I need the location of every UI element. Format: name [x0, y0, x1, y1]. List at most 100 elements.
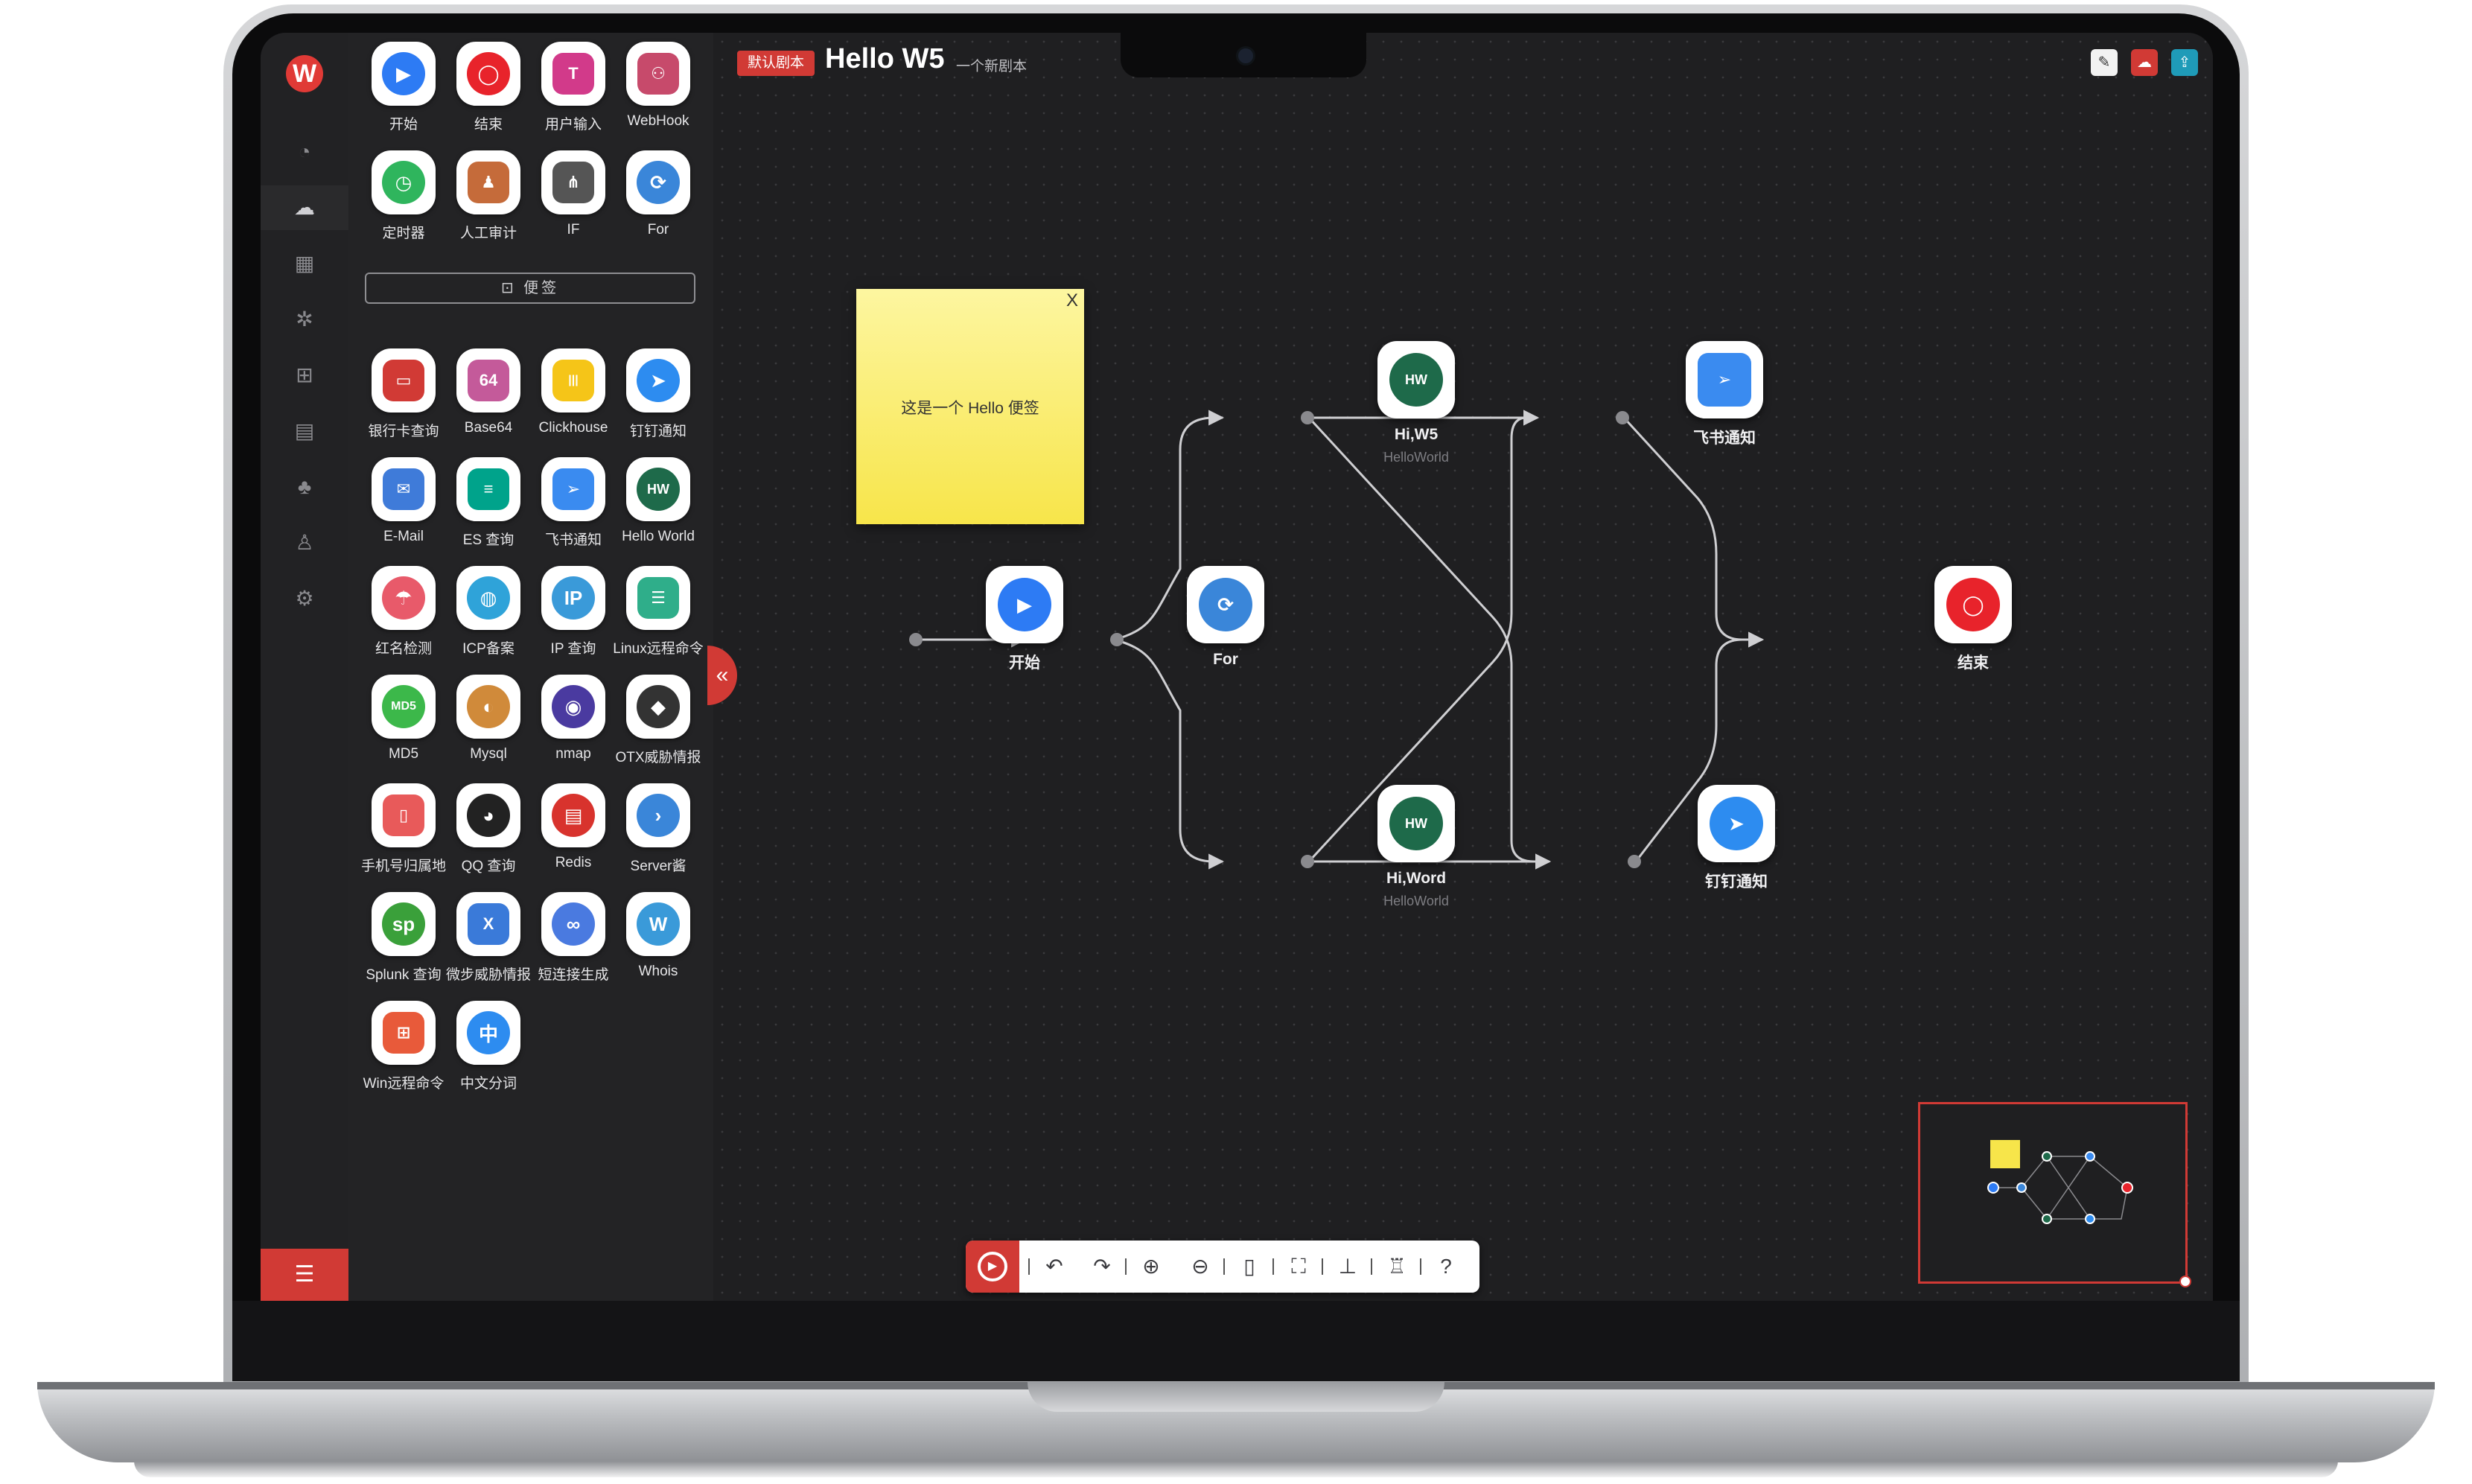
palette-item[interactable]: ▯手机号归属地 [357, 783, 450, 875]
play-icon: ▶ [382, 52, 425, 95]
flow-node-for[interactable]: ⟳ [1187, 566, 1264, 643]
help-icon[interactable]: ? [1440, 1255, 1452, 1278]
flow-canvas[interactable] [713, 33, 2213, 1301]
sticky-note-close-button[interactable]: X [1065, 290, 1078, 311]
palette-item[interactable]: 中中文分词 [442, 1001, 535, 1092]
palette-item-tile: MD5 [372, 675, 436, 739]
palette-item[interactable]: ◯结束 [442, 42, 535, 133]
palette-item-label: 开始 [389, 117, 418, 133]
palette-item[interactable]: ∞短连接生成 [527, 892, 619, 984]
cloud-save-icon[interactable]: ☁ [2131, 49, 2158, 76]
settings-icon[interactable]: ⚙ [295, 587, 314, 610]
app-logo[interactable]: W [286, 55, 323, 92]
splunk-icon: sp [382, 902, 425, 946]
palette-item[interactable]: IP IP 查询 [527, 566, 619, 657]
bank-card-icon: ▭ [383, 360, 424, 401]
ip-icon: IP [552, 576, 595, 620]
palette-item[interactable]: |||Clickhouse [527, 348, 619, 436]
hello-world-icon: HW [1389, 353, 1443, 407]
sticky-note-text: 这是一个 Hello 便签 [901, 400, 1039, 417]
chevron-right-icon: › [637, 794, 680, 837]
palette-item[interactable]: ◐Mysql [442, 675, 535, 762]
sticky-note-button[interactable]: ⊡ 便签 [365, 273, 695, 304]
minimap[interactable] [1918, 1102, 2191, 1287]
flow-node-dingtalk[interactable]: ➤ [1698, 785, 1775, 862]
palette-item[interactable]: ▤Redis [527, 783, 619, 871]
apps-icon[interactable]: ▦ [294, 252, 315, 275]
palette-item[interactable]: ▭银行卡查询 [357, 348, 450, 440]
flow-node-hiw5[interactable]: HW [1377, 341, 1455, 418]
auto-layout-icon[interactable]: ⊥ [1338, 1255, 1357, 1278]
redo-icon[interactable]: ↷ [1093, 1255, 1111, 1278]
palette-item[interactable]: ➤钉钉通知 [612, 348, 704, 440]
zoom-in-icon[interactable]: ⊕ [1142, 1255, 1160, 1278]
dashboard-icon[interactable]: ◔ [298, 140, 311, 163]
palette-item[interactable]: ◍ICP备案 [442, 566, 535, 657]
palette-item[interactable]: ◉nmap [527, 675, 619, 762]
bug-icon[interactable]: ✲ [296, 308, 313, 331]
server-icon: ☰ [637, 577, 679, 619]
palette-item[interactable]: ⚇WebHook [612, 42, 704, 130]
toolbar-divider [1223, 1258, 1225, 1275]
zoom-out-icon[interactable]: ⊖ [1191, 1255, 1209, 1278]
palette-item[interactable]: ✉E-Mail [357, 457, 450, 545]
palette-item[interactable]: ⊞Win远程命令 [357, 1001, 450, 1092]
palette-item[interactable]: ♟人工审计 [442, 150, 535, 242]
palette-item[interactable]: ◕QQ 查询 [442, 783, 535, 875]
run-icon: ▶ [978, 1252, 1007, 1281]
palette-item[interactable]: ☰Linux远程命令 [612, 566, 704, 657]
palette-item[interactable]: ◷定时器 [357, 150, 450, 242]
palette-item-label: Whois [638, 964, 678, 979]
undo-icon[interactable]: ↶ [1045, 1255, 1063, 1278]
palette-item[interactable]: ◆OTX威胁情报 [612, 675, 704, 766]
palette-item[interactable]: ⟳For [612, 150, 704, 238]
flow-node-start[interactable]: ▶ [986, 566, 1063, 643]
flow-node-hiword[interactable]: HW [1377, 785, 1455, 862]
edge-for-hiw5 [1114, 410, 1225, 641]
user-icon[interactable]: ♙ [295, 531, 314, 554]
palette-item[interactable]: ☂红名检测 [357, 566, 450, 657]
toolbar-divider [1322, 1258, 1323, 1275]
edit-icon[interactable]: ✎ [2091, 49, 2118, 76]
nav-rail: W ◔ ☁ ▦ ✲ ⊞ ▤ ♣ ♙ ⚙ ☰ [261, 33, 353, 1301]
flow-node-feishu[interactable]: ➢ [1686, 341, 1763, 418]
palette-item[interactable]: ▶ 开始 [357, 42, 450, 133]
cloud-upload-icon[interactable]: ⇪ [2171, 49, 2198, 76]
palette-item-tile: ◯ [456, 42, 520, 106]
flow-node-sublabel: HelloWorld [1383, 894, 1449, 908]
palette-item[interactable]: ⋔IF [527, 150, 619, 238]
theme-icon[interactable]: ♖ [1387, 1255, 1407, 1278]
grid-icon[interactable]: ⊞ [296, 363, 313, 386]
palette-item-tile: ♟ [456, 150, 520, 214]
minimap-resize-handle[interactable] [2179, 1276, 2191, 1287]
flow-node-end[interactable]: ◯ [1934, 566, 2012, 643]
camera-notch [1121, 33, 1366, 77]
sticky-note[interactable]: X 这是一个 Hello 便签 [856, 289, 1084, 524]
palette-item-tile: IP [541, 566, 605, 630]
palette-item-tile: ◐ [456, 675, 520, 739]
run-button[interactable]: ▶ [966, 1241, 1019, 1293]
org-icon[interactable]: ♣ [297, 475, 312, 498]
menu-toggle-button[interactable]: ☰ [261, 1249, 348, 1301]
palette-item[interactable]: ›Server酱 [612, 783, 704, 875]
playbook-title[interactable]: Hello W5 [825, 43, 945, 74]
palette-item-label: IP 查询 [550, 641, 596, 657]
palette-item[interactable]: ➢飞书通知 [527, 457, 619, 549]
palette-item-label: 红名检测 [375, 641, 432, 657]
flow-node-label: 开始 [1009, 655, 1040, 672]
link-icon: ∞ [552, 902, 595, 946]
palette-item-tile: ∞ [541, 892, 605, 956]
actual-size-icon[interactable]: ⛶ [1291, 1255, 1306, 1278]
report-icon[interactable]: ▤ [294, 419, 315, 442]
flow-node-label: 飞书通知 [1693, 430, 1756, 447]
palette-item[interactable]: ≡ES 查询 [442, 457, 535, 549]
fit-view-icon[interactable]: ▯ [1243, 1255, 1255, 1278]
palette-item-tile: 中 [456, 1001, 520, 1065]
